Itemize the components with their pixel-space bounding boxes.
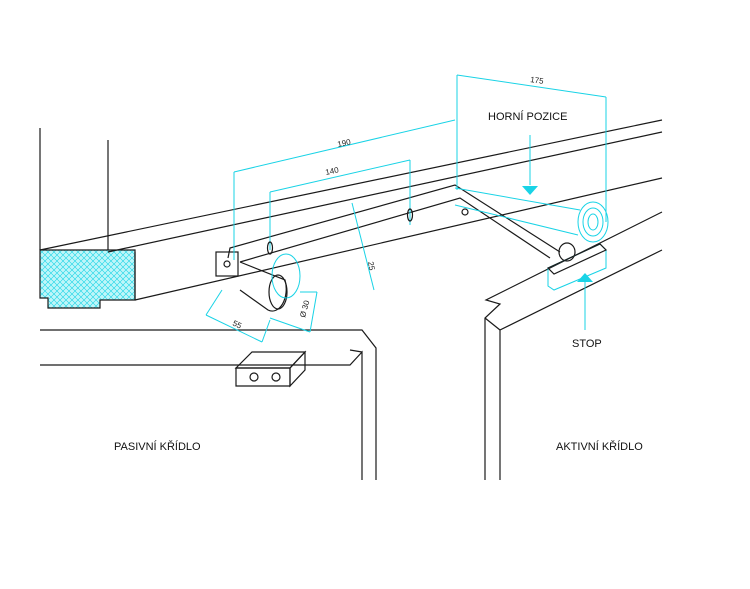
dimension-lines xyxy=(205,74,607,343)
coordinator-arm xyxy=(215,184,608,312)
header-beam xyxy=(39,119,663,301)
top-position-outline xyxy=(454,135,609,330)
dim-140: 140 xyxy=(325,165,340,177)
stop-arrow-icon xyxy=(577,273,593,282)
passive-leaf-bracket xyxy=(234,350,307,388)
active-leaf xyxy=(484,211,663,480)
frame-jamb xyxy=(39,128,136,309)
dim-25: 25 xyxy=(366,261,377,272)
passive-leaf xyxy=(40,329,377,480)
label-top-position: HORNÍ POZICE xyxy=(488,110,567,123)
dim-55: 55 xyxy=(231,319,243,331)
label-active-leaf: AKTIVNÍ KŘÍDLO xyxy=(556,440,643,453)
frame-section-hatch xyxy=(39,249,136,309)
top-position-arrow-icon xyxy=(522,186,538,195)
dim-30-diameter: Ø 30 xyxy=(298,299,311,319)
label-passive-leaf: PASIVNÍ KŘÍDLO xyxy=(114,440,201,453)
label-stop: STOP xyxy=(572,338,602,350)
dim-175: 175 xyxy=(530,75,545,86)
dim-190: 190 xyxy=(337,137,352,149)
